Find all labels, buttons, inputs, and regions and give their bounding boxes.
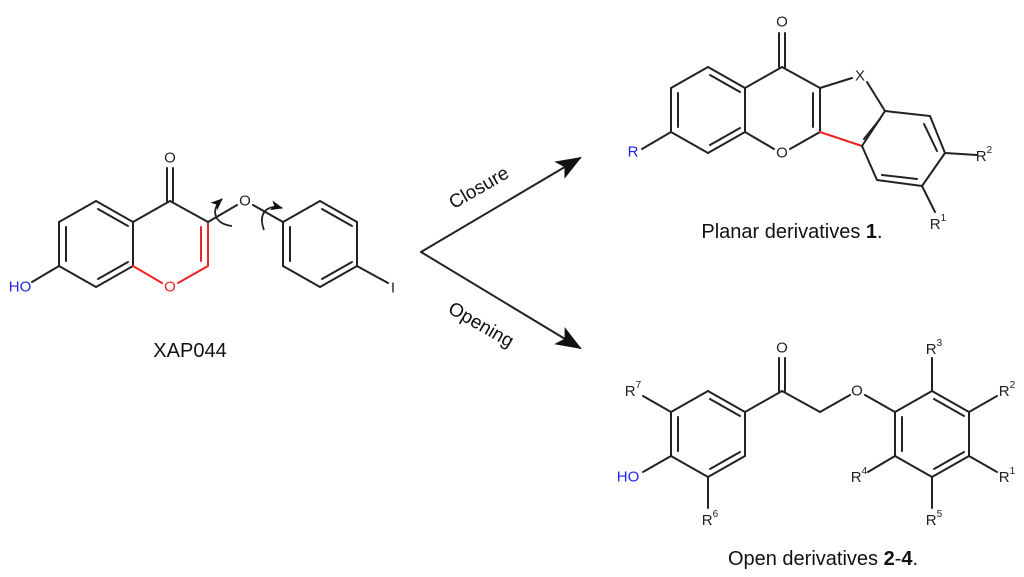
- bond: [31, 265, 60, 283]
- bond: [876, 179, 923, 187]
- bond-inner: [97, 261, 129, 280]
- bond: [670, 66, 709, 89]
- ether-oxygen-label: O: [239, 193, 251, 210]
- bond: [252, 204, 284, 223]
- open-derivative-structure: O O HO R7 R6 R3 R2 R1 R5 R4: [617, 338, 1016, 529]
- bond: [929, 115, 946, 154]
- bond-inner: [863, 118, 881, 140]
- bond: [781, 66, 821, 89]
- bond: [894, 390, 933, 413]
- bond: [931, 455, 970, 478]
- bond: [642, 395, 672, 413]
- bond: [282, 265, 321, 288]
- bond-inner: [933, 398, 965, 417]
- bond-red: [177, 265, 209, 284]
- xap044-structure: O O O HO I: [9, 150, 395, 297]
- opening-label: Opening: [444, 298, 517, 352]
- bond: [921, 185, 936, 213]
- r6-substituent-label: R6: [702, 509, 719, 529]
- bond-inner: [321, 208, 353, 227]
- bond: [866, 81, 886, 112]
- bond: [944, 152, 978, 156]
- r4-substituent-label: R4: [851, 466, 868, 486]
- bond: [707, 66, 746, 89]
- bond: [968, 395, 998, 413]
- bond-inner: [321, 261, 353, 280]
- bond: [789, 131, 821, 150]
- bond: [707, 131, 746, 154]
- bond: [707, 455, 746, 478]
- bond-red: [132, 265, 163, 284]
- xap044-caption: XAP044: [153, 340, 226, 362]
- bond: [670, 131, 709, 154]
- r2-substituent-label: R2: [976, 145, 993, 165]
- bond: [819, 394, 851, 413]
- bond: [921, 152, 946, 187]
- bond-inner: [97, 208, 129, 227]
- r7-substituent-label: R7: [625, 380, 642, 400]
- bond: [207, 204, 238, 223]
- ether-oxygen-label: O: [851, 383, 863, 400]
- opening-arrow-icon: [420, 251, 582, 350]
- bond-inner: [709, 74, 741, 93]
- hydroxyl-label: HO: [9, 279, 32, 296]
- r1-substituent-label: R1: [999, 466, 1016, 486]
- bond-red: [819, 131, 863, 147]
- bond: [95, 200, 134, 223]
- r3-substituent-label: R3: [926, 338, 943, 358]
- bond: [58, 265, 97, 288]
- reaction-arrows: Closure Opening: [420, 156, 582, 352]
- open-caption: Open derivatives 2-4.: [728, 548, 918, 570]
- bond: [968, 455, 998, 473]
- r1-substituent-label: R1: [930, 213, 947, 233]
- bond: [867, 455, 896, 473]
- r-substituent-label: R: [628, 144, 639, 161]
- bond: [319, 200, 358, 223]
- bond: [95, 265, 134, 288]
- ring-oxygen-label: O: [776, 145, 788, 162]
- bond: [319, 265, 358, 288]
- bond-inner: [881, 174, 918, 180]
- bond: [744, 66, 783, 89]
- rotation-arrow-icon: [210, 198, 233, 227]
- bond: [642, 455, 672, 473]
- carbonyl-oxygen-label: O: [776, 340, 788, 357]
- r5-substituent-label: R5: [926, 509, 943, 529]
- bond: [58, 200, 97, 223]
- bond: [861, 145, 878, 181]
- bond: [282, 200, 321, 223]
- r2-substituent-label: R2: [999, 380, 1016, 400]
- bond: [931, 390, 970, 413]
- bond: [819, 77, 853, 89]
- bond: [707, 390, 746, 413]
- ring-oxygen-label: O: [164, 279, 176, 296]
- bond-inner: [923, 123, 938, 152]
- carbonyl-oxygen-label: O: [776, 14, 788, 31]
- planar-caption: Planar derivatives 1.: [701, 221, 882, 243]
- bond: [132, 200, 171, 223]
- closure-arrow-icon: [420, 156, 582, 253]
- bond: [670, 455, 709, 478]
- x-heteroatom-label: X: [855, 68, 865, 85]
- closure-label: Closure: [446, 163, 513, 214]
- bond-inner: [709, 127, 741, 146]
- planar-derivative-structure: O O X R R2 R1: [628, 14, 993, 233]
- bond: [169, 200, 209, 223]
- bond: [894, 455, 933, 478]
- bond: [641, 131, 672, 150]
- bond: [884, 110, 931, 117]
- bond-inner: [709, 398, 741, 417]
- iodine-label: I: [391, 280, 395, 297]
- carbonyl-oxygen-label: O: [164, 150, 176, 167]
- bond: [781, 390, 821, 413]
- bond: [744, 390, 783, 413]
- rotation-arrow-icon: [261, 200, 283, 231]
- bond: [744, 131, 775, 150]
- bond: [864, 394, 896, 413]
- bond-inner: [933, 451, 965, 470]
- bond: [356, 265, 389, 284]
- bond-inner: [709, 451, 741, 470]
- bond: [670, 390, 709, 413]
- hydroxyl-label: HO: [617, 469, 640, 486]
